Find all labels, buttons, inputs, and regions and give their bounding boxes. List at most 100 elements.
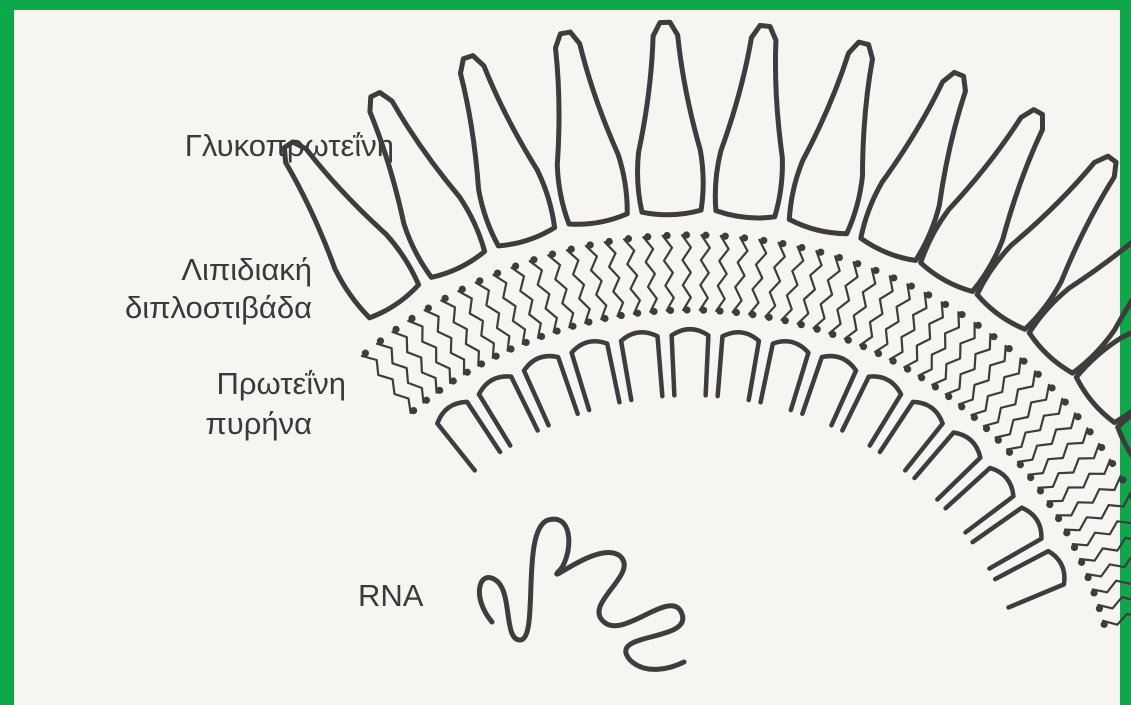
lipid-head bbox=[425, 304, 432, 311]
lipid-head bbox=[1017, 461, 1024, 468]
lipid-head bbox=[1098, 444, 1105, 451]
lipid-head bbox=[650, 308, 657, 315]
lipid-head bbox=[908, 283, 915, 290]
lipid-head bbox=[995, 437, 1002, 444]
lipid-head bbox=[983, 425, 990, 432]
lipid-tail bbox=[682, 235, 691, 310]
lipid-head bbox=[1020, 358, 1027, 365]
lipid-head bbox=[530, 256, 537, 263]
glycoprotein-label: Γλυκοπρωτεΐνη bbox=[185, 128, 394, 163]
lipid-head bbox=[549, 250, 556, 257]
glycoprotein-spike bbox=[715, 25, 782, 218]
lipid-head bbox=[958, 311, 965, 318]
lipid-head bbox=[918, 374, 925, 381]
lipid-tail bbox=[1057, 476, 1121, 515]
lipid-head bbox=[700, 307, 707, 314]
lipid-head bbox=[765, 314, 772, 321]
lipid-head bbox=[798, 321, 805, 328]
lipid-head bbox=[587, 241, 594, 248]
lipid-head bbox=[1101, 621, 1108, 628]
lipid-tail bbox=[1007, 399, 1062, 450]
lipid-head bbox=[410, 407, 417, 414]
lipid-head bbox=[459, 286, 466, 293]
lipid-head bbox=[749, 311, 756, 318]
lipid-head bbox=[1085, 574, 1092, 581]
lipid-head bbox=[408, 315, 415, 322]
lipid-tail bbox=[875, 284, 910, 352]
lipid-tail bbox=[1098, 581, 1131, 608]
lipid-tail bbox=[1038, 444, 1099, 488]
lipid-tail bbox=[458, 291, 494, 358]
lipid-tail bbox=[605, 242, 623, 316]
lipid-head bbox=[392, 326, 399, 333]
lipid-head bbox=[606, 238, 613, 245]
lipid-head bbox=[1055, 515, 1062, 522]
lipid-head bbox=[663, 232, 670, 239]
lipid-head bbox=[782, 317, 789, 324]
lipid-head bbox=[814, 326, 821, 333]
lipid-head bbox=[585, 318, 592, 325]
lipid-head bbox=[872, 267, 879, 274]
lipid-head bbox=[860, 343, 867, 350]
glycoprotein-spike bbox=[460, 56, 554, 246]
lipid-head bbox=[1027, 474, 1034, 481]
lipid-tail bbox=[512, 268, 541, 338]
glycoprotein-spike bbox=[977, 156, 1116, 329]
lipid-head bbox=[442, 295, 449, 302]
lipid-tail bbox=[959, 346, 1006, 405]
lipid-head bbox=[667, 307, 674, 314]
lipid-head bbox=[1006, 345, 1013, 352]
lipid-head bbox=[836, 254, 843, 261]
lipid-head bbox=[362, 350, 369, 357]
lipid-head bbox=[464, 369, 471, 376]
lipid-head bbox=[1096, 605, 1103, 612]
lipid-head bbox=[1006, 449, 1013, 456]
core-protein-unit bbox=[672, 329, 709, 395]
lipid-head bbox=[875, 350, 882, 357]
lipid-tail bbox=[904, 302, 943, 367]
lipid-tail bbox=[749, 240, 766, 314]
lipid-tail bbox=[814, 256, 840, 328]
lipid-tail bbox=[1048, 460, 1110, 502]
lipid-head bbox=[854, 260, 861, 267]
lipid-tail bbox=[377, 344, 424, 403]
lipid-tail bbox=[393, 332, 437, 393]
lipid-head bbox=[1087, 428, 1094, 435]
lipid-head bbox=[493, 353, 500, 360]
lipid-tail bbox=[362, 356, 411, 413]
rna-label: RNA bbox=[358, 578, 424, 613]
lipid-head bbox=[1078, 559, 1085, 566]
lipid-head bbox=[798, 244, 805, 251]
lipid-head bbox=[554, 327, 561, 334]
lipid-head bbox=[722, 233, 729, 240]
core-protein-unit bbox=[572, 341, 620, 410]
core-protein-unit bbox=[915, 432, 981, 499]
lipid-head bbox=[618, 312, 625, 319]
lipid-head bbox=[817, 249, 824, 256]
lipid-head bbox=[1071, 544, 1078, 551]
rna-strand bbox=[479, 519, 684, 669]
lipid-head bbox=[741, 234, 748, 241]
core-protein-unit bbox=[761, 341, 809, 410]
lipid-tail bbox=[548, 255, 573, 327]
lipid-tail bbox=[733, 238, 748, 313]
lipid-head bbox=[702, 232, 709, 239]
lipid-head bbox=[945, 393, 952, 400]
lipid-head bbox=[925, 291, 932, 298]
lipid-head bbox=[683, 231, 690, 238]
lipid-head bbox=[760, 237, 767, 244]
lipid-tail bbox=[919, 312, 960, 376]
glycoprotein-spike bbox=[638, 22, 704, 215]
lipid-head bbox=[1046, 501, 1053, 508]
glycoprotein-spike bbox=[555, 32, 627, 224]
lipid-head bbox=[644, 233, 651, 240]
lipid-head bbox=[377, 337, 384, 344]
lipid-head bbox=[1037, 487, 1044, 494]
lipid-head bbox=[932, 383, 939, 390]
lipid-head bbox=[634, 310, 641, 317]
lipid-tail bbox=[890, 293, 927, 359]
lipid-tail bbox=[425, 310, 465, 374]
lipid-bilayer-label-line1: Λιπιδιακή bbox=[181, 252, 312, 287]
lipid-head bbox=[990, 333, 997, 340]
